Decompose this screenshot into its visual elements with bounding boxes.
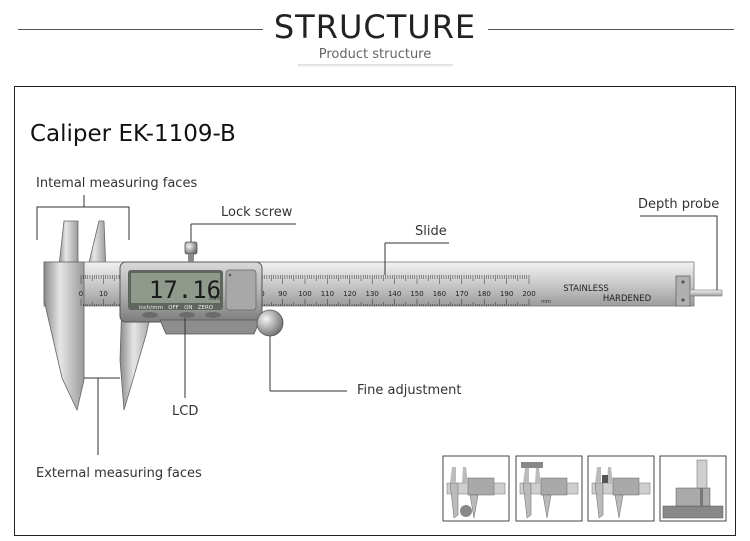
scale-number: 130 [366,290,379,298]
slider-body: 17.16 mm inch/mm OFF ON ZERO [119,261,263,335]
label-fine-adjustment: Fine adjustment [357,383,462,398]
header-rule-left [18,29,263,30]
button-off-on[interactable] [179,312,195,318]
thumbnail-inside-measure [515,455,583,522]
scale-number: 110 [321,290,334,298]
beam-text-hardened: HARDENED [603,294,652,304]
lock-screw[interactable] [184,241,198,262]
label-lcd: LCD [172,404,199,419]
callout-internal [36,206,130,240]
page-subtitle: Product structure [318,47,432,62]
scale-number: 170 [455,290,468,298]
scale-number: 100 [298,290,311,298]
label-external-measuring-faces: External measuring faces [36,466,202,481]
label-lock-screw: Lock screw [221,205,293,220]
subtitle-underline [298,64,453,67]
depth-probe-rod [689,289,723,297]
scale-number: 140 [388,290,401,298]
button-inch-mm[interactable] [142,312,158,318]
scale-number: 180 [478,290,491,298]
scale-number: 120 [343,290,356,298]
scale-number: 160 [433,290,446,298]
header-rule-right [488,29,734,30]
label-slide: Slide [415,224,447,239]
lcd-reading: 17.16 [149,276,221,304]
scale-number: 190 [500,290,513,298]
label-depth-probe: Depth probe [638,197,720,212]
thumbnail-outside-measure [442,455,510,522]
thumbnail-step-measure [587,455,655,522]
diagram-frame [14,86,736,536]
scale-number: 150 [410,290,423,298]
scale-unit: mm [541,299,551,305]
callout-lines [36,195,718,455]
fine-adjustment-wheel[interactable] [256,309,284,337]
label-internal-measuring-faces: Intemal measuring faces [36,176,198,191]
scale-number: 10 [99,290,108,298]
scale-number: 200 [522,290,535,298]
scale-number: 90 [278,290,287,298]
beam-text-stainless: STAINLESS [563,284,609,294]
lcd-screen [131,273,220,303]
thumbnail-depth-measure [659,455,727,522]
lcd-button-labels: inch/mm OFF ON ZERO [139,305,214,311]
lcd-unit: mm [209,295,221,302]
page-title: STRUCTURE [273,8,477,46]
model-name: Caliper EK-1109-B [30,121,236,147]
scale-number: 0 [79,290,83,298]
callout-depth-probe [640,215,718,290]
external-jaw-fixed [43,261,85,412]
button-zero[interactable] [205,312,221,318]
